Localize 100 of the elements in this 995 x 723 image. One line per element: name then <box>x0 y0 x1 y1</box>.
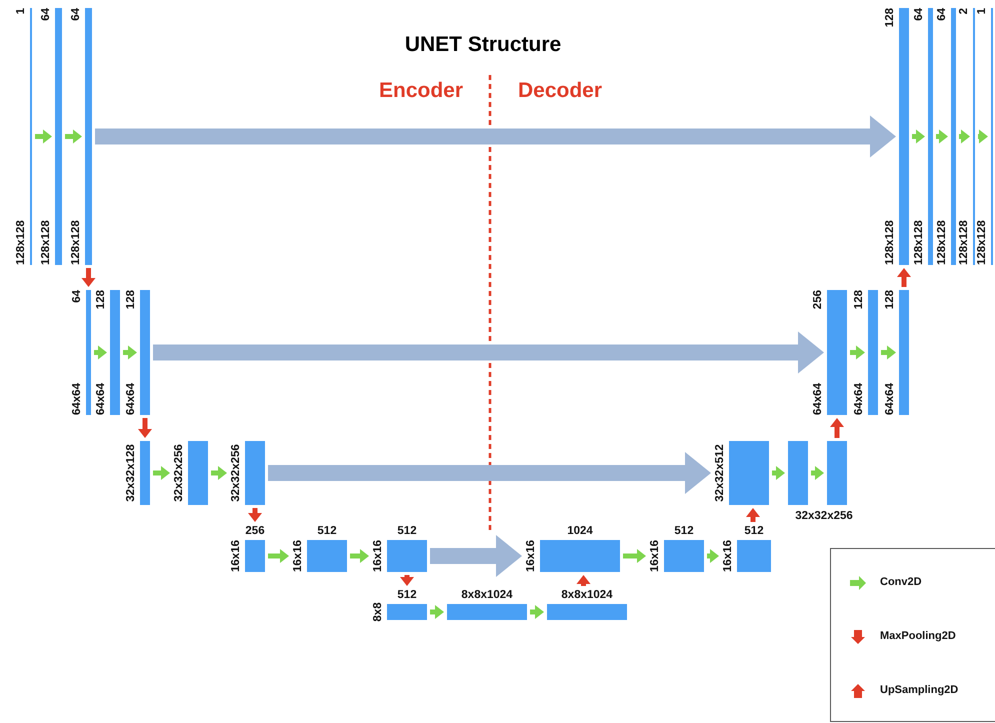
arrow <box>35 130 52 144</box>
layer-bar <box>188 441 208 505</box>
size-label: 128x128 <box>976 220 988 265</box>
channel-label: 1 <box>976 8 988 14</box>
arrow <box>897 268 911 287</box>
channel-label: 1024 <box>567 526 593 538</box>
layer-bar <box>729 441 769 505</box>
arrow <box>94 346 107 360</box>
size-label: 64x64 <box>812 383 824 415</box>
layer-bar <box>387 604 427 620</box>
layer-bar <box>245 540 265 572</box>
layer-bar <box>737 540 771 572</box>
layer-bar <box>85 8 92 265</box>
layer-bar <box>86 290 91 415</box>
channel-label: 128 <box>96 290 107 310</box>
layer-bar <box>827 441 847 505</box>
arrow <box>772 466 785 480</box>
size-label: 128x128 <box>40 220 52 265</box>
size-label: 64x64 <box>96 383 107 415</box>
layer-bar <box>928 8 933 265</box>
size-label: 8x8x1024 <box>461 590 513 602</box>
layer-bar <box>245 441 265 505</box>
channel-label: 64 <box>70 8 82 21</box>
arrow <box>530 605 544 619</box>
layer-bar <box>868 290 878 415</box>
arrow <box>123 346 137 360</box>
size-label: 64x64 <box>126 383 137 415</box>
size-label: 32x32x256 <box>795 510 853 522</box>
arrow <box>912 130 925 144</box>
arrow <box>576 575 590 586</box>
layer-bar <box>788 441 808 505</box>
arrow <box>978 130 988 144</box>
arrow <box>623 549 646 563</box>
layer-bar <box>547 604 627 620</box>
size-label: 16x16 <box>526 540 537 572</box>
arrow <box>811 466 824 480</box>
channel-label: 128 <box>854 290 865 310</box>
section-label: Decoder <box>518 79 602 103</box>
channel-label: 64 <box>936 8 948 21</box>
layer-bar <box>664 540 704 572</box>
layer-bar <box>540 540 620 572</box>
arrow <box>850 346 865 360</box>
skip-connection-arrow <box>95 116 896 158</box>
size-label: 32x32x256 <box>174 444 185 502</box>
skip-connection-arrow <box>153 332 824 374</box>
layer-bar <box>899 290 909 415</box>
size-label: 32x32x128 <box>126 444 137 502</box>
channel-label: 512 <box>397 590 417 602</box>
size-label: 64x64 <box>854 383 865 415</box>
arrow <box>138 418 152 438</box>
size-label: 16x16 <box>722 540 734 572</box>
section-label: Encoder <box>378 79 464 103</box>
channel-label: 128 <box>884 8 896 28</box>
channel-label: 2 <box>958 8 970 14</box>
channel-label: 512 <box>317 526 337 538</box>
size-label: 8x8 <box>372 602 384 622</box>
layer-bar <box>307 540 347 572</box>
legend-text: Conv2D <box>880 576 922 588</box>
size-label: 32x32x512 <box>714 444 726 502</box>
diagram-title: UNET Structure <box>404 33 562 57</box>
channel-label: 512 <box>744 526 764 538</box>
arrow <box>430 605 444 619</box>
arrow <box>350 549 369 563</box>
size-label: 128x128 <box>884 220 896 265</box>
arrow <box>248 508 262 522</box>
size-label: 64x64 <box>72 383 83 415</box>
channel-label: 64 <box>72 290 83 303</box>
size-label: 128x128 <box>936 220 948 265</box>
channel-label: 512 <box>397 526 417 538</box>
size-label: 16x16 <box>650 540 661 572</box>
channel-label: 128 <box>126 290 137 310</box>
layer-bar <box>827 290 847 415</box>
size-label: 64x64 <box>884 383 896 415</box>
arrow <box>65 130 82 144</box>
arrow <box>153 466 170 480</box>
channel-label: 64 <box>40 8 52 21</box>
arrow <box>881 346 896 360</box>
size-label: 16x16 <box>292 540 304 572</box>
arrow <box>959 130 970 144</box>
arrow <box>211 466 227 480</box>
size-label: 16x16 <box>230 540 242 572</box>
arrow <box>707 549 719 563</box>
arrow <box>746 508 760 522</box>
arrow <box>830 418 844 438</box>
layer-bar <box>140 290 150 415</box>
channel-label: 256 <box>812 290 824 310</box>
layer-bar <box>55 8 62 265</box>
arrow <box>936 130 948 144</box>
size-label: 8x8x1024 <box>561 590 613 602</box>
size-label: 128x128 <box>914 220 925 265</box>
size-label: 128x128 <box>958 220 970 265</box>
layer-bar <box>899 8 909 265</box>
size-label: 16x16 <box>372 540 384 572</box>
skip-connection-arrow <box>430 535 522 577</box>
size-label: 128x128 <box>16 220 27 265</box>
channel-label: 512 <box>674 526 694 538</box>
channel-label: 1 <box>16 8 27 14</box>
skip-connection-arrow <box>268 452 711 494</box>
channel-label: 64 <box>914 8 925 21</box>
layer-bar <box>447 604 527 620</box>
